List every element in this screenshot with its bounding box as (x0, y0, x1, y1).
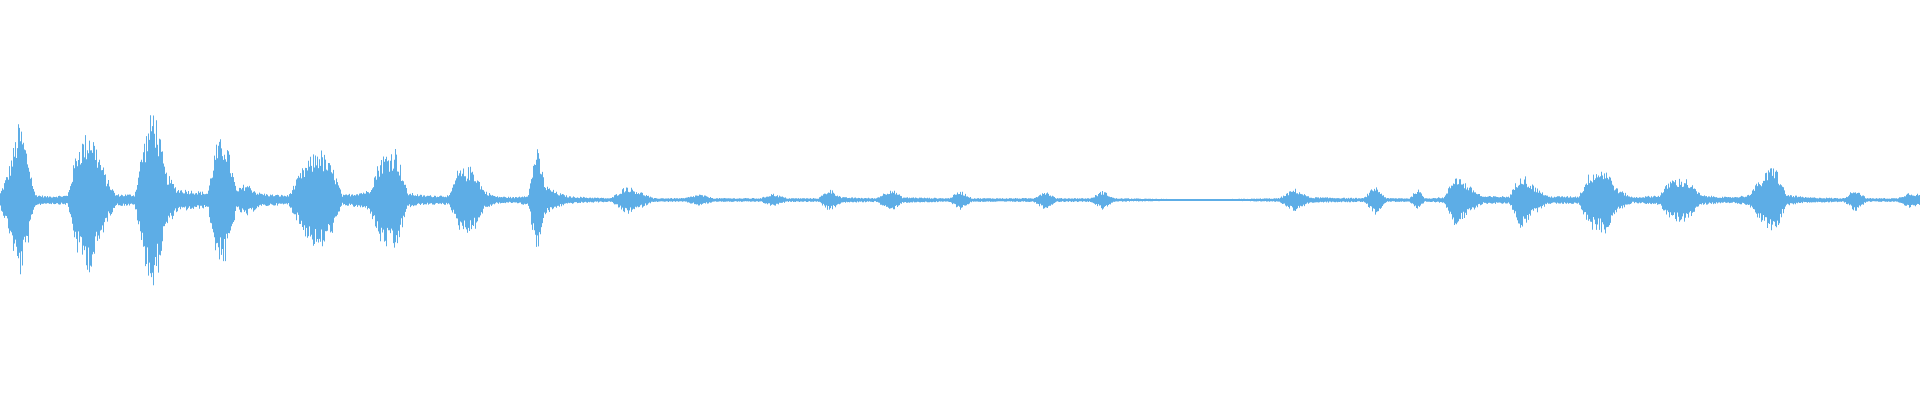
waveform-path (0, 115, 1920, 286)
waveform-samples (0, 115, 1920, 286)
